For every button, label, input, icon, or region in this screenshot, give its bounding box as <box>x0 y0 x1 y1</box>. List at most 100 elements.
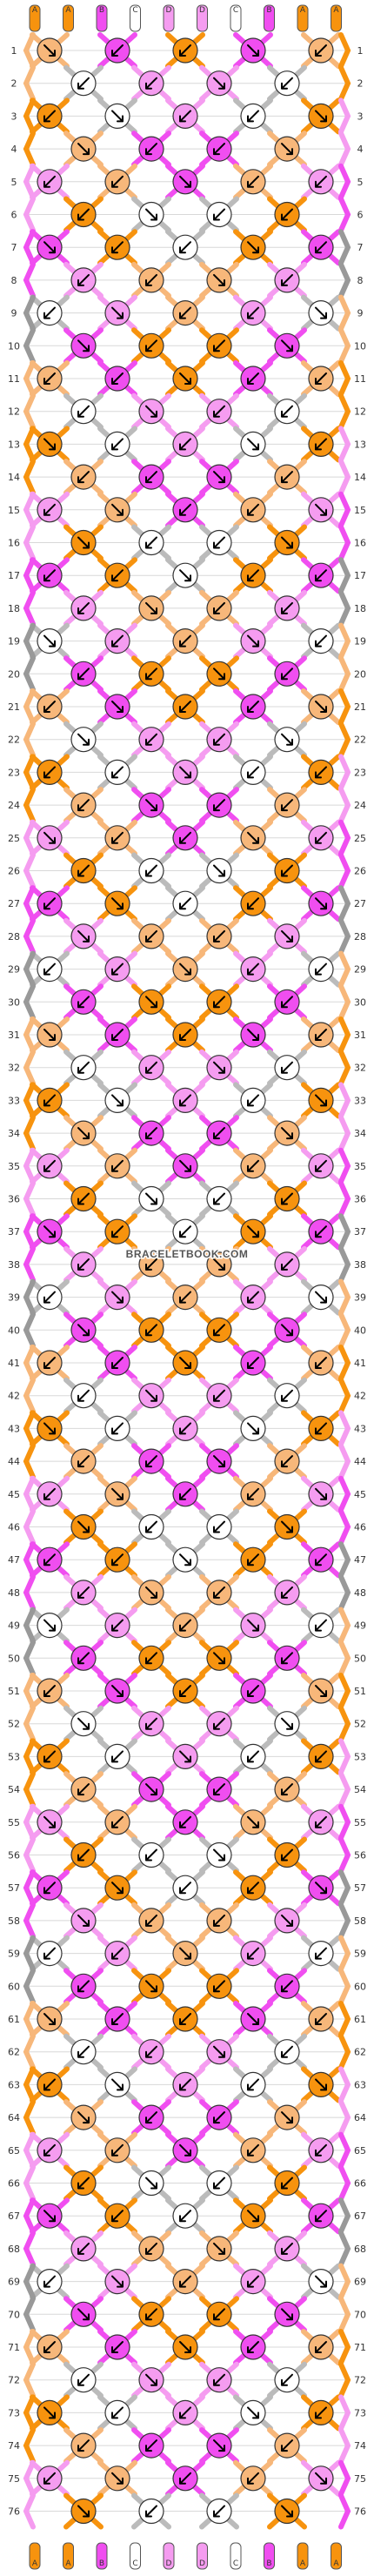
edge-strand-right <box>338 1968 351 2005</box>
edge-strand-right <box>338 524 351 561</box>
row-number-right: 54 <box>354 1784 366 1795</box>
edge-strand-left <box>23 1508 36 1546</box>
knot-grid <box>23 32 351 2530</box>
arrow-down-left-icon <box>179 2406 191 2419</box>
edge-strand-left <box>23 2361 36 2398</box>
arrow-down-right-icon <box>111 110 124 123</box>
row-number-left: 50 <box>8 1653 20 1664</box>
arrow-down-left-icon <box>145 2308 157 2321</box>
arrow-down-left-icon <box>77 77 90 90</box>
arrow-down-left-icon <box>145 273 157 286</box>
arrow-down-right-icon <box>315 2472 327 2485</box>
arrow-down-left-icon <box>247 1094 259 1107</box>
arrow-down-left-icon <box>247 110 259 123</box>
row-number-left: 19 <box>8 636 20 647</box>
arrow-down-left-icon <box>43 1487 56 1500</box>
arrow-down-right-icon <box>145 1783 157 1796</box>
arrow-down-right-icon <box>43 438 56 451</box>
arrow-down-right-icon <box>247 831 259 844</box>
arrow-down-right-icon <box>213 667 225 681</box>
arrow-down-right-icon <box>77 1127 90 1140</box>
strand-end-top <box>96 4 108 32</box>
row-number-right: 67 <box>354 2210 366 2222</box>
arrow-down-left-icon <box>247 503 259 516</box>
row-number-left: 63 <box>8 2079 20 2090</box>
edge-strand-right <box>338 1803 351 1841</box>
watermark-text: BRACELETBOOK.COM <box>126 1248 249 1260</box>
row-number-left: 4 <box>11 144 17 155</box>
arrow-down-left-icon <box>247 1882 259 1895</box>
arrow-down-left-icon <box>77 1192 90 1205</box>
row-number-left: 55 <box>8 1817 20 1828</box>
row-number-right: 17 <box>354 570 366 581</box>
arrow-down-left-icon <box>77 1848 90 1862</box>
strand-letter-top: D <box>166 6 172 15</box>
arrow-down-left-icon <box>43 306 56 319</box>
arrow-down-right-icon <box>77 2505 90 2518</box>
arrow-down-left-icon <box>281 1652 293 1665</box>
strand-end-bottom <box>96 2542 108 2570</box>
arrow-down-right-icon <box>111 2472 124 2485</box>
row-number-right: 41 <box>354 1358 366 1369</box>
arrow-down-left-icon <box>315 438 327 451</box>
arrow-down-left-icon <box>213 536 225 549</box>
arrow-down-right-icon <box>213 1061 225 1074</box>
arrow-down-left-icon <box>247 2078 259 2091</box>
arrow-down-right-icon <box>145 1192 157 1205</box>
arrow-down-right-icon <box>281 1717 293 1730</box>
edge-strand-right <box>338 327 351 365</box>
arrow-down-left-icon <box>111 2143 124 2157</box>
row-number-left: 54 <box>8 1784 20 1795</box>
row-number-left: 27 <box>8 898 20 909</box>
row-number-right: 4 <box>357 144 364 155</box>
arrow-down-left-icon <box>111 2341 124 2353</box>
arrow-down-left-icon <box>247 569 259 582</box>
arrow-down-left-icon <box>145 2242 157 2255</box>
arrow-down-left-icon <box>179 2472 191 2485</box>
arrow-down-left-icon <box>43 1159 56 1172</box>
strand-letter-bottom: D <box>199 2559 205 2568</box>
arrow-down-right-icon <box>315 2078 327 2091</box>
edge-strand-left <box>23 294 36 332</box>
row-number-left: 60 <box>8 1981 20 1992</box>
edge-strand-right <box>338 1869 351 1907</box>
arrow-down-left-icon <box>145 77 157 90</box>
row-number-left: 10 <box>8 340 20 352</box>
arrow-down-left-icon <box>315 1225 327 1238</box>
edge-strand-left <box>23 754 36 791</box>
edge-strand-right <box>338 229 351 266</box>
arrow-down-left-icon <box>145 1520 157 1533</box>
arrow-down-right-icon <box>43 1225 56 1238</box>
arrow-down-left-icon <box>281 2242 293 2255</box>
edge-strand-left <box>23 622 36 660</box>
edge-strand-right <box>338 97 351 135</box>
row-number-right: 26 <box>354 866 366 877</box>
edge-strand-left <box>23 1573 36 1611</box>
arrow-down-left-icon <box>315 1357 327 1369</box>
arrow-down-left-icon <box>247 1750 259 1763</box>
edge-strand-right <box>338 2164 351 2202</box>
edge-strand-right <box>338 1082 351 1119</box>
arrow-down-left-icon <box>315 2210 327 2223</box>
row-number-left: 35 <box>8 1161 20 1172</box>
arrow-down-right-icon <box>281 2111 293 2124</box>
edge-strand-right <box>338 655 351 693</box>
edge-strand-left <box>23 2033 36 2070</box>
arrow-down-left-icon <box>281 1258 293 1271</box>
edge-strand-right <box>338 1311 351 1349</box>
arrow-down-left-icon <box>281 1192 293 1205</box>
edge-strand-left <box>23 1410 36 1447</box>
arrow-down-right-icon <box>111 503 124 516</box>
arrow-down-right-icon <box>247 2406 259 2419</box>
arrow-down-left-icon <box>179 634 191 647</box>
arrow-down-left-icon <box>179 1422 191 1435</box>
arrow-down-left-icon <box>43 110 56 123</box>
arrow-down-left-icon <box>281 1061 293 1074</box>
row-number-right: 10 <box>354 340 366 352</box>
arrow-down-right-icon <box>247 1815 259 1828</box>
strand-letter-top: D <box>199 6 205 15</box>
edge-strand-left <box>23 426 36 463</box>
arrow-down-right-icon <box>281 1914 293 1927</box>
arrow-down-left-icon <box>43 1882 56 1895</box>
row-numbers-right: 1234567891011121314151617181920212223242… <box>354 45 366 2518</box>
